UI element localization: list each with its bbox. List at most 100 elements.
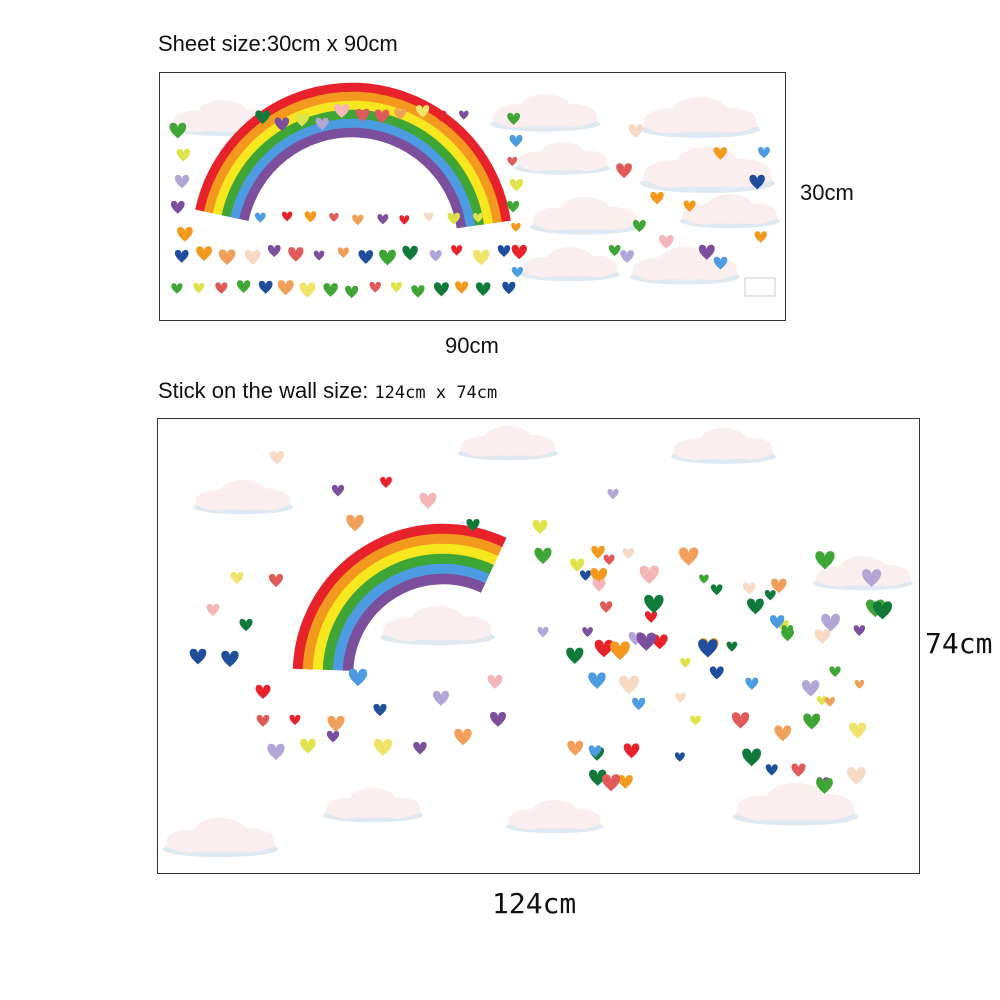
heart-sticker (675, 692, 686, 703)
heart-sticker (566, 647, 584, 665)
heart-sticker (602, 774, 621, 792)
heart-sticker (348, 668, 368, 687)
wall-preview (157, 418, 920, 874)
heart-sticker (594, 639, 614, 658)
heart-sticker (374, 109, 390, 124)
heart-sticker (511, 244, 527, 260)
heart-sticker (791, 763, 806, 778)
heart-sticker (459, 110, 469, 120)
heart-sticker (816, 778, 833, 795)
heart-sticker (534, 547, 552, 565)
heart-sticker (176, 148, 191, 162)
heart-sticker (267, 244, 281, 258)
heart-sticker (304, 211, 317, 223)
heart-sticker (749, 174, 765, 190)
heart-sticker (289, 714, 301, 726)
heart-sticker (582, 627, 593, 638)
heart-sticker (170, 200, 185, 214)
heart-sticker (331, 484, 345, 497)
heart-sticker (745, 677, 759, 690)
heart-sticker (623, 743, 640, 759)
heart-sticker (230, 571, 244, 585)
heart-sticker (815, 551, 835, 570)
heart-sticker (781, 625, 794, 637)
heart-sticker (532, 519, 548, 535)
heart-sticker (659, 235, 674, 249)
heart-sticker (419, 492, 437, 509)
heart-sticker (507, 156, 518, 167)
heart-sticker (509, 178, 524, 192)
heart-sticker (731, 712, 750, 729)
heart-sticker (174, 249, 189, 263)
heart-sticker (355, 108, 370, 122)
heart-sticker (591, 545, 605, 559)
heart-sticker (674, 752, 685, 762)
sheet-illustration (169, 82, 780, 299)
heart-sticker (433, 282, 449, 297)
heart-sticker (274, 117, 290, 132)
heart-sticker (511, 222, 521, 233)
heart-sticker (698, 639, 718, 658)
heart-sticker (803, 713, 821, 730)
sheet-width-label: 90cm (445, 333, 499, 358)
heart-sticker (451, 245, 463, 256)
heart-sticker (872, 601, 893, 620)
heart-sticker (352, 214, 364, 226)
heart-sticker (447, 212, 461, 225)
heart-sticker (373, 738, 393, 757)
heart-sticker (255, 684, 271, 700)
heart-sticker (607, 488, 619, 500)
heart-sticker (193, 282, 205, 294)
heart-sticker (373, 703, 387, 717)
heart-sticker (174, 174, 190, 189)
rainbow-sticker (292, 523, 507, 671)
heart-sticker (189, 648, 207, 665)
heart-sticker (567, 740, 584, 756)
heart-sticker (267, 743, 285, 761)
heart-sticker (726, 641, 738, 652)
heart-sticker (650, 191, 664, 205)
heart-sticker (433, 690, 449, 707)
cloud-sticker (163, 817, 278, 858)
heart-sticker (628, 124, 643, 139)
heart-sticker (589, 769, 607, 787)
heart-sticker (206, 603, 220, 617)
heart-sticker (507, 112, 521, 125)
heart-sticker (429, 250, 442, 262)
cloud-sticker (458, 426, 558, 461)
heart-sticker (337, 247, 349, 259)
cloud-sticker (680, 194, 780, 229)
heart-sticker (853, 625, 866, 637)
heart-sticker (854, 679, 865, 689)
heart-sticker (862, 569, 882, 588)
heart-sticker (698, 244, 715, 260)
heart-sticker (399, 215, 410, 225)
wall-size-title: Stick on the wall size: 124cm x 74cm (158, 378, 497, 404)
heart-sticker (358, 250, 374, 265)
heart-sticker (619, 675, 639, 695)
heart-sticker (632, 697, 646, 711)
heart-sticker (346, 514, 364, 532)
heart-sticker (177, 226, 193, 242)
cloud-sticker (520, 247, 620, 282)
heart-sticker (313, 250, 325, 261)
heart-sticker (466, 518, 480, 532)
heart-sticker (590, 568, 608, 584)
heart-sticker (769, 615, 785, 629)
heart-sticker (742, 582, 756, 595)
heart-sticker (423, 212, 434, 222)
wall-size-prefix: Stick on the wall size: (158, 378, 375, 403)
heart-sticker (380, 476, 392, 489)
heart-sticker (295, 113, 309, 127)
heart-sticker (394, 108, 407, 120)
heart-sticker (849, 722, 867, 739)
heart-sticker (742, 748, 762, 767)
heart-sticker (747, 598, 764, 615)
heart-sticker (592, 579, 606, 592)
heart-sticker (618, 774, 633, 789)
heart-sticker (256, 714, 270, 727)
heart-sticker (215, 282, 228, 294)
heart-sticker (415, 105, 430, 118)
heart-sticker (268, 573, 284, 588)
heart-sticker (683, 200, 696, 212)
